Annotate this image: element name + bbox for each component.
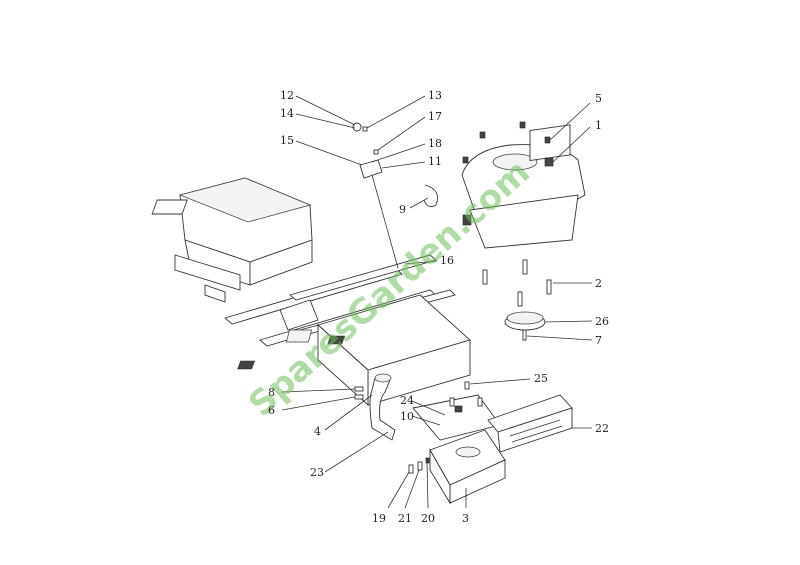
- label-20: 20: [421, 512, 435, 525]
- label-8: 8: [268, 386, 275, 399]
- label-17: 17: [428, 110, 442, 123]
- label-15: 15: [280, 134, 294, 147]
- label-3: 3: [462, 512, 469, 525]
- engine-bolts: [482, 259, 552, 307]
- engine-pulley: [504, 311, 546, 341]
- label-11: 11: [428, 155, 442, 168]
- label-4: 4: [314, 425, 321, 438]
- label-1: 1: [595, 119, 602, 132]
- label-5: 5: [595, 92, 602, 105]
- label-6: 6: [268, 404, 275, 417]
- label-16: 16: [440, 254, 454, 267]
- part-number-labels: 12 13 14 17 15 18 11 5 1 9 16 2 26 7 25 …: [268, 89, 609, 525]
- label-23: 23: [310, 466, 324, 479]
- label-25: 25: [534, 372, 548, 385]
- label-10: 10: [400, 410, 414, 423]
- small-fasteners: [408, 381, 470, 474]
- label-9: 9: [399, 203, 406, 216]
- label-2: 2: [595, 277, 602, 290]
- muffler: [429, 429, 506, 505]
- label-26: 26: [595, 315, 609, 328]
- clip-part: [423, 184, 439, 208]
- label-18: 18: [428, 137, 442, 150]
- label-21: 21: [398, 512, 412, 525]
- leader-lines: [281, 95, 593, 509]
- rear-body-frame: [151, 177, 313, 303]
- throttle-cable: [352, 122, 399, 269]
- heat-shield: [487, 394, 573, 453]
- label-24: 24: [400, 394, 414, 407]
- engine-assembly: [461, 121, 586, 249]
- label-12: 12: [280, 89, 294, 102]
- label-14: 14: [280, 107, 294, 120]
- centre-deck-plate: [237, 294, 471, 407]
- label-13: 13: [428, 89, 442, 102]
- label-22: 22: [595, 422, 609, 435]
- exhaust-pipe: [354, 373, 396, 441]
- label-19: 19: [372, 512, 386, 525]
- label-7: 7: [595, 334, 602, 347]
